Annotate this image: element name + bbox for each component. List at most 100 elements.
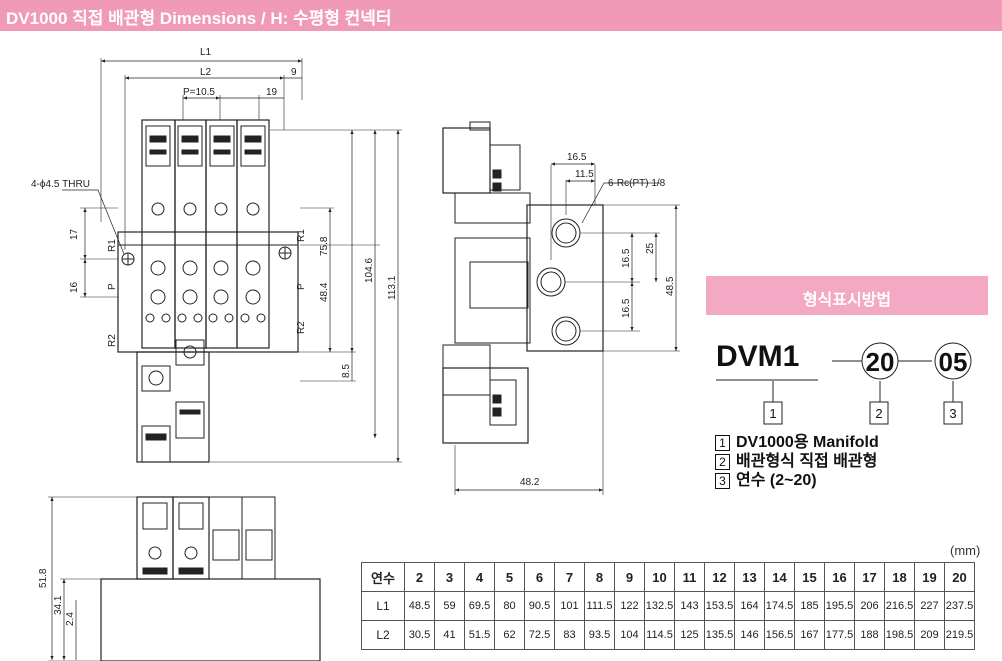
- table-cell: 219.5: [944, 620, 975, 650]
- label-p-left: P: [107, 283, 118, 290]
- ordering-codes: 20 05 1 2 3: [769, 347, 967, 421]
- legend-item: 3 연수 (2~20): [715, 471, 879, 490]
- table-header-cell: 7: [554, 562, 585, 592]
- table-row-label: L2: [361, 620, 405, 650]
- box-num-2: 2: [875, 406, 882, 421]
- legend-text: 연수 (2~20): [736, 472, 817, 489]
- table-cell: 90.5: [524, 591, 555, 621]
- dim-51-8: 51.8: [38, 568, 49, 588]
- label-r1-right: R1: [296, 229, 307, 242]
- dim-16-5-top: 16.5: [567, 152, 587, 163]
- table-header-cell: 14: [764, 562, 795, 592]
- table-cell: 216.5: [884, 591, 915, 621]
- ordering-title-bar: 형식표시방법: [706, 276, 988, 315]
- front-view: [48, 496, 321, 661]
- dim-25: 25: [645, 242, 656, 254]
- table-cell: 101: [554, 591, 585, 621]
- dim-48-2: 48.2: [520, 477, 540, 488]
- table-header-cell: 5: [494, 562, 525, 592]
- table-cell: 237.5: [944, 591, 975, 621]
- table-cell: 48.5: [404, 591, 435, 621]
- table-cell: 51.5: [464, 620, 495, 650]
- thru-label: 4-ϕ4.5 THRU: [31, 179, 90, 190]
- table-header-cell: 20: [944, 562, 975, 592]
- dim-113-1: 113.1: [387, 275, 398, 300]
- table-header-cell: 12: [704, 562, 735, 592]
- dim-16-5-mid: 16.5: [621, 248, 632, 268]
- dim-L1: L1: [200, 47, 212, 58]
- table-cell: 174.5: [764, 591, 795, 621]
- header-bar: DV1000 직접 배관형 Dimensions / H: 수평형 컨넥터: [0, 0, 1002, 31]
- legend-text: 배관형식 직접 배관형: [736, 453, 878, 470]
- dim-pitch: P=10.5: [183, 87, 215, 98]
- table-cell: 30.5: [404, 620, 435, 650]
- page-title: DV1000 직접 배관형 Dimensions / H: 수평형 컨넥터: [6, 9, 392, 28]
- legend-text: DV1000용 Manifold: [736, 434, 879, 451]
- table-header-cell: 3: [434, 562, 465, 592]
- dim-11-5: 11.5: [575, 169, 594, 180]
- table-cell: 83: [554, 620, 585, 650]
- table-cell: 122: [614, 591, 645, 621]
- side-view: [442, 121, 680, 495]
- code-05: 05: [939, 347, 968, 377]
- table-cell: 198.5: [884, 620, 915, 650]
- table-header-cell: 16: [824, 562, 855, 592]
- table-cell: 164: [734, 591, 765, 621]
- dim-17: 17: [69, 228, 80, 240]
- table-cell: 125: [674, 620, 705, 650]
- table-header-cell: 9: [614, 562, 645, 592]
- table-cell: 206: [854, 591, 885, 621]
- table-header-cell: 11: [674, 562, 705, 592]
- legend-item: 1 DV1000용 Manifold: [715, 433, 879, 452]
- table-cell: 135.5: [704, 620, 735, 650]
- table-row-label: L1: [361, 591, 405, 621]
- dim-19: 19: [266, 87, 278, 98]
- model-code: DVM1: [716, 340, 800, 373]
- box-num-3: 3: [949, 406, 956, 421]
- unit-label: (mm): [950, 543, 981, 558]
- table-header-cell: 10: [644, 562, 675, 592]
- table-header-cell: 19: [914, 562, 945, 592]
- table-cell: 114.5: [644, 620, 675, 650]
- top-view: [62, 58, 402, 463]
- table-cell: 188: [854, 620, 885, 650]
- table-cell: 143: [674, 591, 705, 621]
- dim-104-6: 104.6: [364, 258, 375, 283]
- dim-8-5: 8.5: [341, 364, 352, 378]
- table-cell: 132.5: [644, 591, 675, 621]
- table-cell: 177.5: [824, 620, 855, 650]
- dim-L2: L2: [200, 67, 212, 78]
- table-cell: 227: [914, 591, 945, 621]
- legend-num: 3: [715, 472, 730, 489]
- table-cell: 185: [794, 591, 825, 621]
- table-cell: 59: [434, 591, 465, 621]
- table-header-cell: 연수: [361, 562, 405, 592]
- table-header-cell: 18: [884, 562, 915, 592]
- table-cell: 209: [914, 620, 945, 650]
- table-cell: 72.5: [524, 620, 555, 650]
- table-cell: 104: [614, 620, 645, 650]
- table-header-cell: 13: [734, 562, 765, 592]
- label-p-right: P: [296, 283, 307, 290]
- table-cell: 156.5: [764, 620, 795, 650]
- box-num-1: 1: [769, 406, 776, 421]
- legend-item: 2 배관형식 직접 배관형: [715, 452, 879, 471]
- label-r1-left: R1: [107, 239, 118, 252]
- table-cell: 167: [794, 620, 825, 650]
- dim-75-8: 75.8: [319, 236, 330, 256]
- legend-num: 1: [715, 434, 730, 451]
- table-cell: 111.5: [584, 591, 615, 621]
- table-header-cell: 17: [854, 562, 885, 592]
- label-r2-right: R2: [296, 321, 307, 334]
- label-r2-left: R2: [107, 334, 118, 347]
- dim-16: 16: [69, 281, 80, 293]
- table-cell: 153.5: [704, 591, 735, 621]
- table-cell: 195.5: [824, 591, 855, 621]
- code-20: 20: [866, 347, 895, 377]
- table-cell: 146: [734, 620, 765, 650]
- dim-16-5-low: 16.5: [621, 298, 632, 318]
